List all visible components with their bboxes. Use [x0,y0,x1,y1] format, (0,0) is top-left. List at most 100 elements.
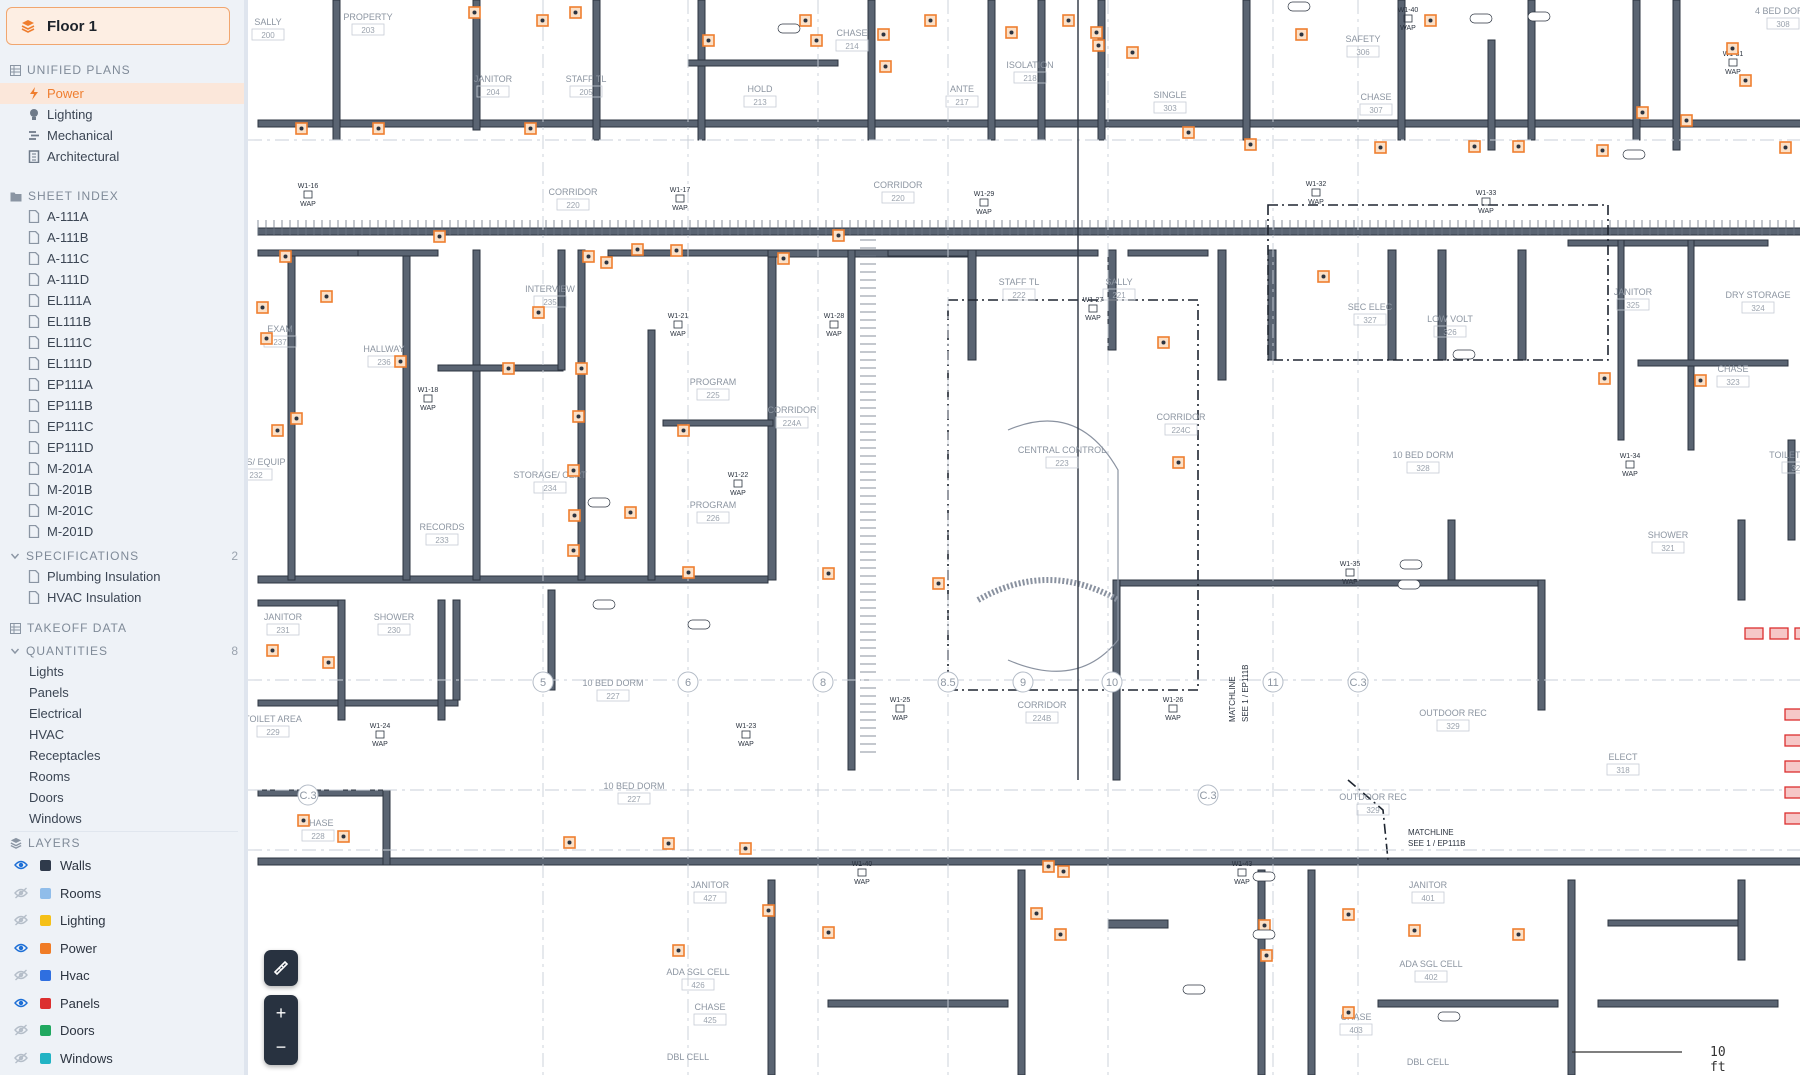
room-number-box [1716,375,1750,388]
wap-text: WAP [730,490,746,497]
wap-text: WAP [1725,69,1741,76]
room-number-box [1411,891,1445,904]
plan-item-lighting[interactable]: Lighting [0,104,244,125]
sheet-item-ep111c[interactable]: EP111C [0,416,244,437]
quantity-item-doors[interactable]: Doors [0,787,244,808]
item-label: Rooms [29,769,71,784]
wap-symbol [1481,197,1491,206]
section-sheet-index[interactable]: Sheet Index [10,189,238,203]
quantity-item-electrical[interactable]: Electrical [0,703,244,724]
quantity-item-rooms[interactable]: Rooms [0,766,244,787]
sheet-item-m-201a[interactable]: M-201A [0,458,244,479]
eye-off-icon[interactable] [14,969,28,981]
sheet-item-a-111b[interactable]: A-111B [0,227,244,248]
sheet-item-ep111d[interactable]: EP111D [0,437,244,458]
power-receptacle-dot [1472,144,1477,149]
layer-item-lighting[interactable]: Lighting [0,907,244,934]
plan-item-power[interactable]: Power [0,83,244,104]
layer-item-windows[interactable]: Windows [0,1045,244,1072]
room-number-box [1102,288,1136,301]
spec-item-hvac-insulation[interactable]: HVAC Insulation [0,587,244,608]
room-number: 326 [1443,328,1457,337]
item-label: M-201D [47,524,94,539]
section-specifications[interactable]: Specifications 2 [10,549,238,563]
wap-id: W1-35 [1340,561,1361,568]
wall-segment [257,249,359,257]
sheet-item-m-201b[interactable]: M-201B [0,479,244,500]
circuit-tag [592,599,616,610]
layer-item-power[interactable]: Power [0,935,244,962]
item-label: Windows [29,811,82,826]
section-takeoff-data[interactable]: Takeoff Data [10,621,238,635]
zoom-out-button[interactable]: − [264,1030,298,1064]
room-number-box [1045,456,1079,469]
sheet-item-ep111a[interactable]: EP111A [0,374,244,395]
layer-item-rooms[interactable]: Rooms [0,880,244,907]
document-icon [28,294,40,307]
power-receptacle-dot [1262,923,1267,928]
wap-text: WAP [1085,315,1101,322]
sheet-item-el111c[interactable]: EL111C [0,332,244,353]
room-number-box [743,95,777,108]
sheet-item-m-201c[interactable]: M-201C [0,500,244,521]
layer-item-walls[interactable]: Walls [0,852,244,879]
wap-symbol [829,320,839,329]
section-unified-plans[interactable]: Unified Plans [10,63,238,77]
ruler-icon[interactable] [264,951,298,985]
section-layers[interactable]: Layers [10,831,238,854]
layer-item-panels[interactable]: Panels [0,990,244,1017]
layer-color-swatch [40,915,51,926]
sheet-item-a-111c[interactable]: A-111C [0,248,244,269]
power-receptacle-dot [398,359,403,364]
eye-icon[interactable] [14,997,28,1009]
quantity-item-receptacles[interactable]: Receptacles [0,745,244,766]
quantity-item-hvac[interactable]: HVAC [0,724,244,745]
plan-item-architectural[interactable]: Architectural [0,146,244,167]
eye-off-icon[interactable] [14,1024,28,1036]
section-quantities[interactable]: Quantities 8 [10,644,238,658]
sheet-item-el111b[interactable]: EL111B [0,311,244,332]
sheet-item-ep111b[interactable]: EP111B [0,395,244,416]
sheet-item-m-201d[interactable]: M-201D [0,521,244,542]
wap-symbol [741,730,751,739]
eye-icon[interactable] [14,942,28,954]
circuit-tag [1287,1,1311,12]
eye-icon[interactable] [14,859,28,871]
floor-selector-button[interactable]: Floor 1 [6,7,230,45]
wall-segment [1107,919,1169,929]
document-icon [28,252,40,265]
sheet-item-a-111a[interactable]: A-111A [0,206,244,227]
eye-off-icon[interactable] [14,886,28,899]
plan-item-mechanical[interactable]: Mechanical [0,125,244,146]
quantity-item-windows[interactable]: Windows [0,808,244,829]
sheet-item-el111d[interactable]: EL111D [0,353,244,374]
wall-segment [1112,579,1544,587]
circuit-tag [1527,11,1551,22]
power-receptacle-dot [1730,46,1735,51]
spec-item-plumbing-insulation[interactable]: Plumbing Insulation [0,566,244,587]
wap-text: WAP [1308,199,1324,206]
sheet-item-a-111d[interactable]: A-111D [0,269,244,290]
eye-off-icon[interactable] [14,914,28,926]
eye-off-icon[interactable] [14,1051,28,1064]
quantity-item-panels[interactable]: Panels [0,682,244,703]
item-label: EP111C [47,419,94,434]
layer-item-hvac[interactable]: Hvac [0,962,244,989]
wall-segment [472,0,481,131]
room-number-box [301,829,335,842]
sheet-item-el111a[interactable]: EL111A [0,290,244,311]
room-name: LOW VOLT [1427,314,1473,324]
room-name: SALLY [254,17,281,27]
layer-color-swatch [40,1025,51,1036]
layer-item-doors[interactable]: Doors [0,1017,244,1044]
wall-segment [452,599,461,701]
grid-marker-label: 5 [540,677,546,689]
wall-segment [557,249,566,371]
zoom-in-button[interactable]: + [264,996,298,1030]
room-number-box [1353,313,1387,326]
power-receptacle-dot [1066,18,1071,23]
quantity-item-lights[interactable]: Lights [0,661,244,682]
